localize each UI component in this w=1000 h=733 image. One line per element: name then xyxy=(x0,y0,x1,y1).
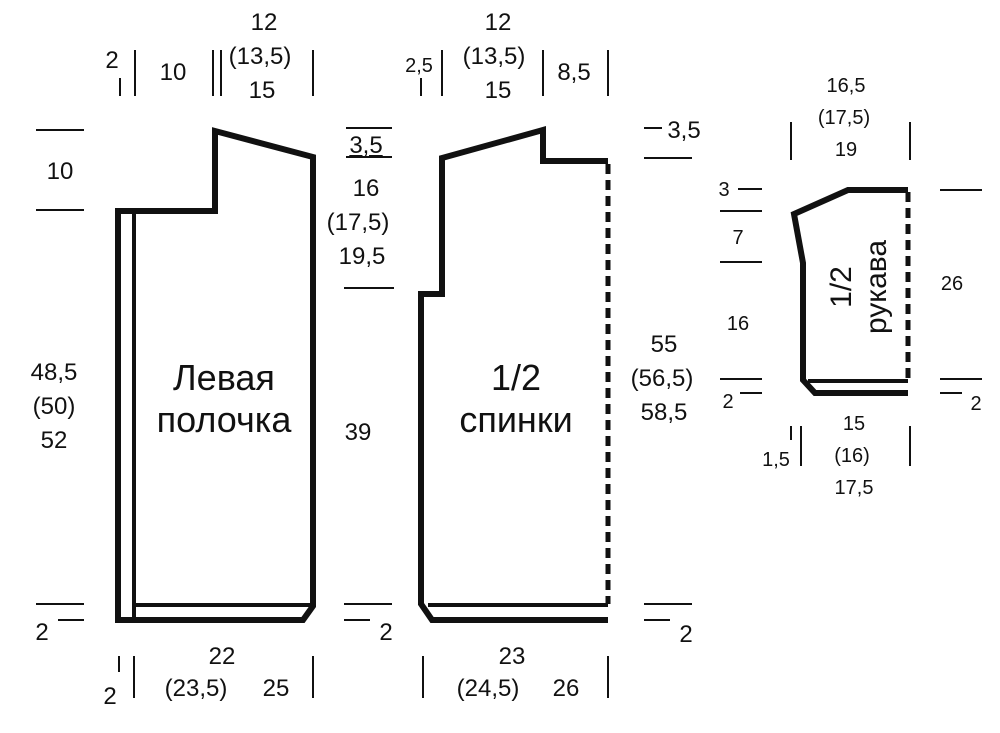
front-armhole-2: (17,5) xyxy=(327,209,390,236)
front-top-width-3: 15 xyxy=(249,77,276,104)
sleeve-title-line-2: рукава xyxy=(860,240,893,334)
back-title-line-2: спинки xyxy=(459,399,572,440)
front-left-margin-label: 2 xyxy=(105,47,118,74)
back-shoulder-slope-label: 3,5 xyxy=(667,117,700,144)
sleeve-title-line-1: 1/2 xyxy=(825,266,858,308)
sleeve-hem-right-label: 2 xyxy=(970,393,981,415)
back-neck-left-label: 2,5 xyxy=(405,55,433,77)
back-length-1: 55 xyxy=(651,331,678,358)
front-bottom-width-1: 22 xyxy=(209,643,236,670)
front-top-width-2: (13,5) xyxy=(229,43,292,70)
back-bottom-width-3: 26 xyxy=(553,675,580,702)
back-top-width-1: 12 xyxy=(485,9,512,36)
front-bottom-width-2: (23,5) xyxy=(165,675,228,702)
sleeve-top-width-2: (17,5) xyxy=(818,107,870,129)
sleeve-cuff-left-label: 1,5 xyxy=(762,449,790,471)
front-armhole-1: 16 xyxy=(353,175,380,202)
back-half-piece: 2,5 12 (13,5) 15 8,5 3,5 55 (56,5) 58,5 … xyxy=(405,9,701,702)
front-shoulder-label: 10 xyxy=(160,59,187,86)
back-outline xyxy=(418,126,608,623)
sleeve-cap-a-label: 3 xyxy=(718,179,729,201)
back-neck-half-label: 8,5 xyxy=(557,59,590,86)
sleeve-bottom-width-2: (16) xyxy=(834,445,870,467)
front-length-3: 52 xyxy=(41,427,68,454)
front-title-line-1: Левая xyxy=(173,357,275,398)
front-bottom-width-3: 25 xyxy=(263,675,290,702)
sleeve-top-width-1: 16,5 xyxy=(827,75,866,97)
back-length-2: (56,5) xyxy=(631,365,694,392)
sleeve-length-label: 26 xyxy=(941,273,963,295)
back-top-width-2: (13,5) xyxy=(463,43,526,70)
front-bottom-left-label: 2 xyxy=(103,683,116,710)
sleeve-straight-label: 16 xyxy=(727,313,749,335)
front-shoulder-slope-label: 3,5 xyxy=(349,132,382,159)
front-neck-depth-label: 10 xyxy=(47,158,74,185)
front-hem-left-label: 2 xyxy=(35,619,48,646)
front-title-line-2: полочка xyxy=(157,399,293,440)
back-bottom-width-2: (24,5) xyxy=(457,675,520,702)
front-armhole-3: 19,5 xyxy=(339,243,386,270)
back-title-line-1: 1/2 xyxy=(491,357,541,398)
sleeve-bottom-width-3: 17,5 xyxy=(835,477,874,499)
back-length-3: 58,5 xyxy=(641,399,688,426)
sleeve-top-width-3: 19 xyxy=(835,139,857,161)
sleeve-half-piece: 16,5 (17,5) 19 3 7 16 2 26 2 1,5 15 (16)… xyxy=(718,75,982,499)
front-side-label: 39 xyxy=(345,419,372,446)
sleeve-bottom-width-1: 15 xyxy=(843,413,865,435)
front-hem-right-label: 2 xyxy=(379,619,392,646)
front-top-width-1: 12 xyxy=(251,9,278,36)
sleeve-cap-b-label: 7 xyxy=(732,227,743,249)
sleeve-outline xyxy=(790,187,908,396)
front-length-2: (50) xyxy=(33,393,76,420)
sleeve-hem-label: 2 xyxy=(722,391,733,413)
left-front-outline xyxy=(115,127,316,623)
left-front-piece: 2 10 12 (13,5) 15 10 48,5 (50) 52 2 3,5 … xyxy=(31,9,394,710)
back-bottom-width-1: 23 xyxy=(499,643,526,670)
back-top-width-3: 15 xyxy=(485,77,512,104)
front-length-1: 48,5 xyxy=(31,359,78,386)
back-hem-label: 2 xyxy=(679,621,692,648)
